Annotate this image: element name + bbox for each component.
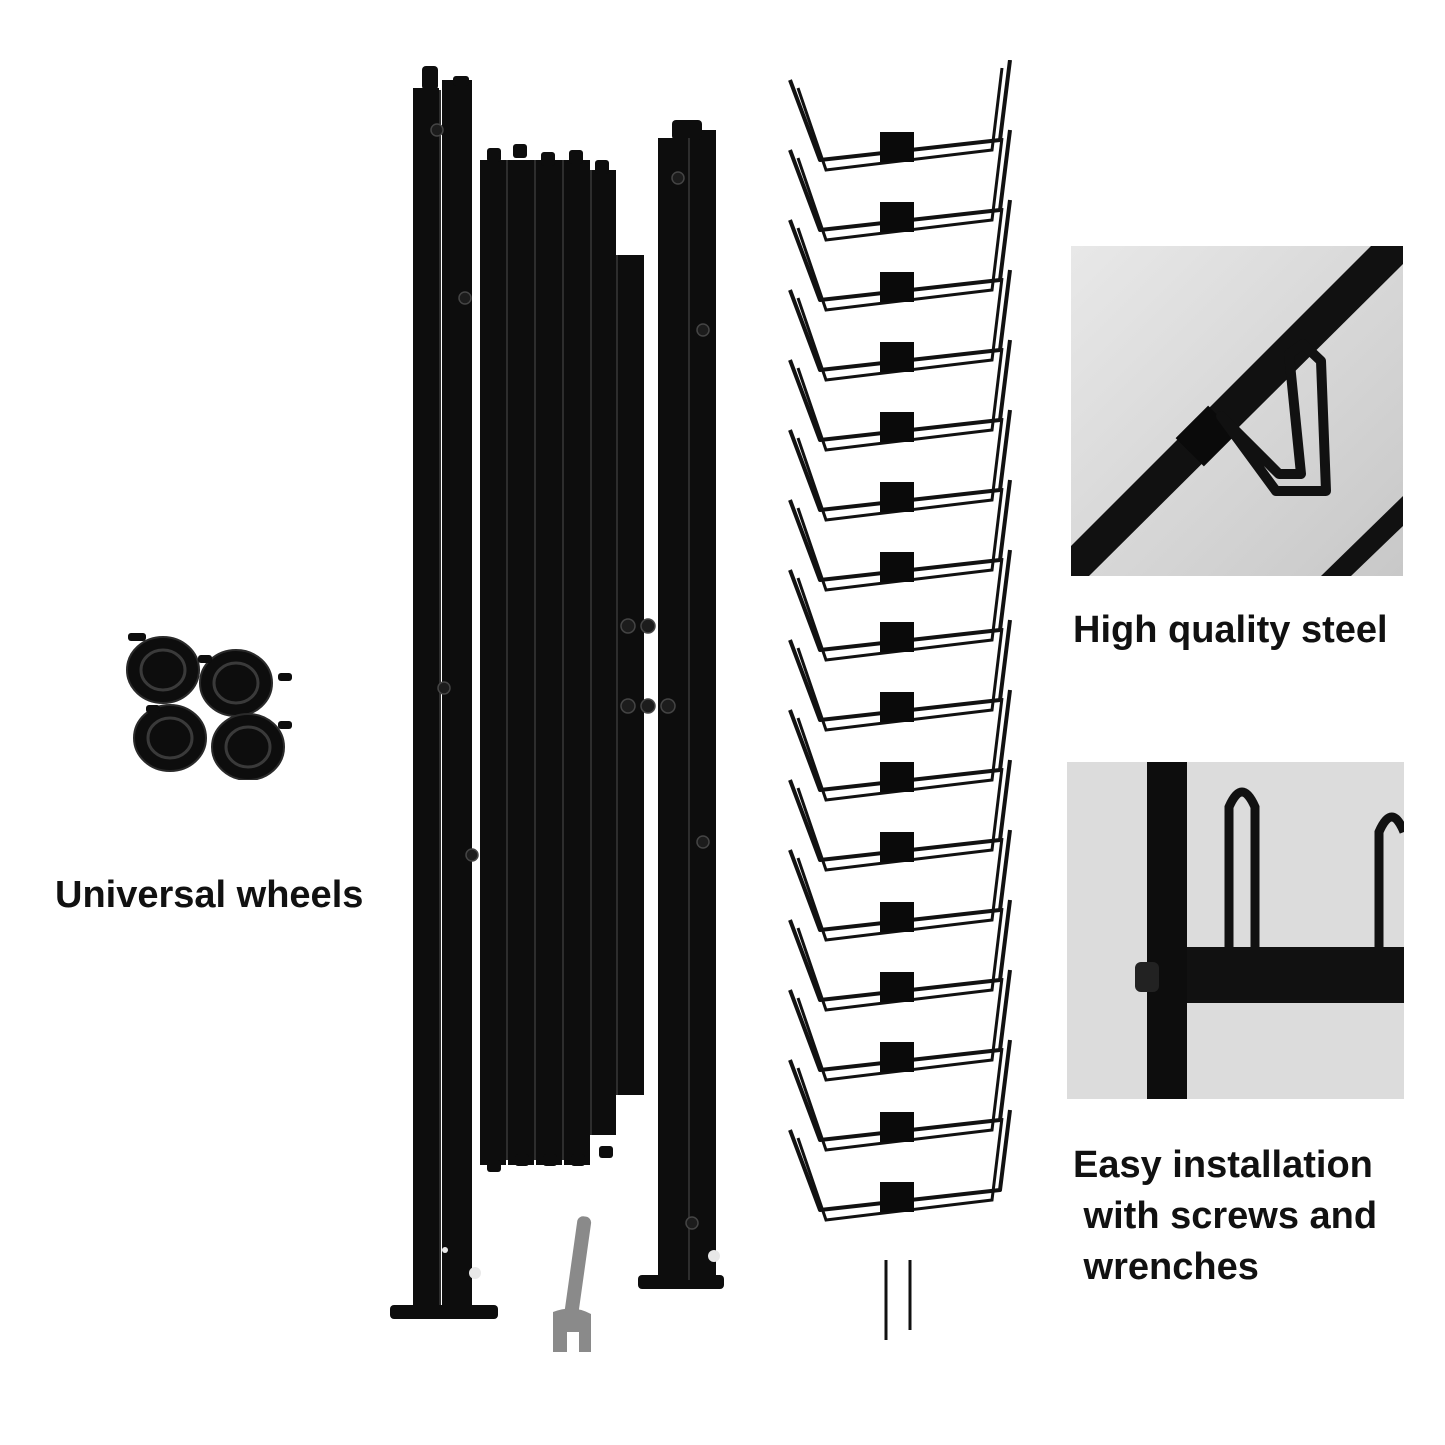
hook-clip	[880, 902, 914, 932]
hook-clip	[880, 132, 914, 162]
frame-tubes-image	[380, 60, 725, 1380]
installation-caption-line-2: with screws and	[1073, 1195, 1378, 1237]
wrench-icon	[553, 1216, 592, 1352]
installation-closeup-photo	[1067, 762, 1404, 1099]
hook-clip	[880, 692, 914, 722]
caster-wheel-icon	[126, 633, 292, 780]
hook-clip	[880, 1182, 914, 1212]
hook-clip	[880, 622, 914, 652]
hook-clip	[880, 272, 914, 302]
installation-caption-line-3: wrenches	[1073, 1246, 1259, 1288]
hook-clip	[880, 342, 914, 372]
wrench-image	[545, 1210, 605, 1360]
installation-caption-line-1: Easy installation	[1073, 1144, 1373, 1186]
hook-clip	[880, 412, 914, 442]
hook-clip	[880, 972, 914, 1002]
hook-tip	[884, 1260, 912, 1340]
universal-wheels-image	[118, 625, 303, 780]
universal-wheels-caption: Universal wheels	[55, 874, 364, 916]
hook-clip	[880, 1112, 914, 1142]
hook-clip	[880, 832, 914, 862]
steel-caption: High quality steel	[1073, 609, 1388, 651]
hook-clip	[880, 552, 914, 582]
hook-clip	[880, 202, 914, 232]
hook-clip	[880, 1042, 914, 1072]
steel-closeup-photo	[1071, 246, 1403, 576]
hook-clip	[880, 762, 914, 792]
hook-clip	[880, 482, 914, 512]
wire-hooks-image	[770, 60, 1030, 1355]
